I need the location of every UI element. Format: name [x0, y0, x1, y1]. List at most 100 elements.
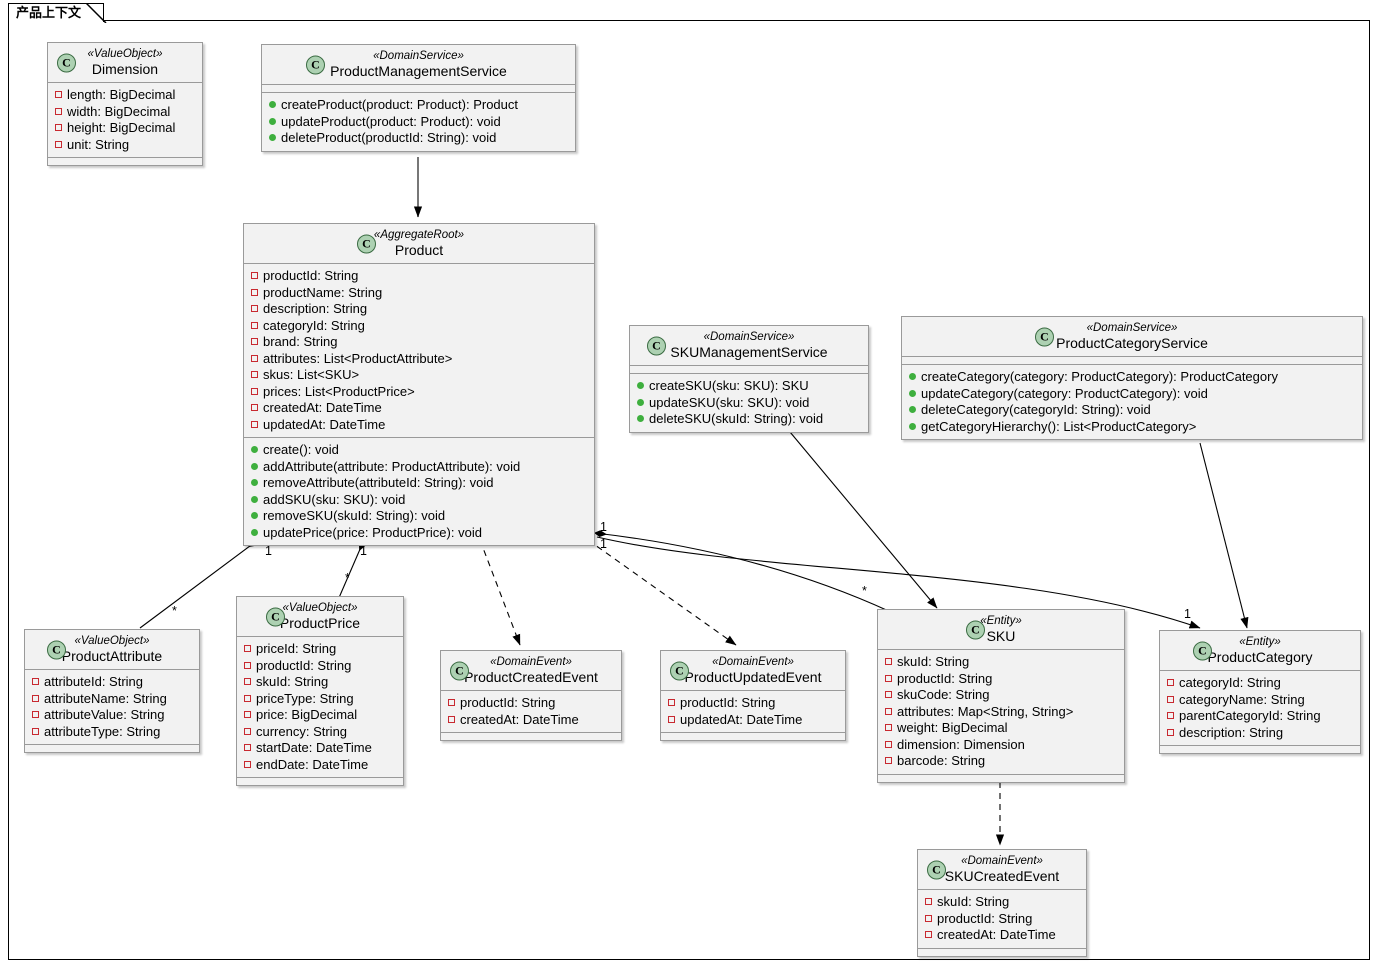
private-marker	[244, 678, 251, 685]
operation-row: removeAttribute(attributeId: String): vo…	[251, 475, 587, 492]
attribute-row: prices: List<ProductPrice>	[251, 384, 587, 401]
private-marker	[244, 711, 251, 718]
class-icon: C	[357, 234, 376, 253]
class-icon: C	[450, 661, 469, 680]
class-box-dimension[interactable]: C «ValueObject» Dimension length: BigDec…	[47, 42, 203, 166]
private-marker	[885, 724, 892, 731]
class-header: C «Entity» SKU	[878, 610, 1124, 649]
class-box-productprice[interactable]: C «ValueObject» ProductPrice priceId: St…	[236, 596, 404, 786]
class-box-skumanagementservice[interactable]: C «DomainService» SKUManagementService c…	[629, 325, 869, 433]
private-marker	[32, 711, 39, 718]
multiplicity-label: *	[862, 584, 867, 598]
class-header: C «DomainEvent» ProductCreatedEvent	[441, 651, 621, 690]
attribute-row: categoryId: String	[251, 318, 587, 335]
class-header: C «ValueObject» ProductAttribute	[25, 630, 199, 669]
private-marker	[885, 658, 892, 665]
operations-compartment	[25, 744, 199, 752]
attribute-row: productId: String	[448, 695, 614, 712]
private-marker	[55, 91, 62, 98]
attribute-row: skuId: String	[885, 654, 1117, 671]
attributes-compartment: length: BigDecimal width: BigDecimal hei…	[48, 82, 202, 157]
attributes-compartment	[262, 84, 575, 92]
operation-row: addAttribute(attribute: ProductAttribute…	[251, 459, 587, 476]
operation-row: updateCategory(category: ProductCategory…	[909, 386, 1355, 403]
private-marker	[32, 694, 39, 702]
attributes-compartment	[902, 356, 1362, 364]
private-marker	[251, 404, 258, 411]
class-box-productupdatedevent[interactable]: C «DomainEvent» ProductUpdatedEvent prod…	[660, 650, 846, 741]
attribute-row: unit: String	[55, 137, 195, 154]
operations-compartment	[441, 732, 621, 740]
private-marker	[1167, 679, 1174, 686]
multiplicity-label: 1	[265, 544, 272, 558]
private-marker	[251, 354, 258, 362]
class-stereotype: «DomainService»	[373, 50, 464, 62]
class-box-productcategoryservice[interactable]: C «DomainService» ProductCategoryService…	[901, 316, 1363, 440]
private-marker	[55, 124, 62, 131]
private-marker	[885, 757, 892, 764]
class-name: ProductAttribute	[61, 648, 163, 664]
operations-compartment	[1160, 745, 1360, 753]
private-marker	[244, 727, 251, 735]
attribute-row: productId: String	[668, 695, 838, 712]
private-marker	[244, 760, 251, 768]
class-header: C «ValueObject» ProductPrice	[237, 597, 403, 636]
public-marker	[637, 398, 644, 406]
class-box-productmanagementservice[interactable]: C «DomainService» ProductManagementServi…	[261, 44, 576, 152]
multiplicity-label: 1	[600, 520, 607, 534]
attributes-compartment: skuId: String productId: String createdA…	[918, 889, 1086, 948]
class-icon: C	[306, 55, 325, 74]
class-box-productcreatedevent[interactable]: C «DomainEvent» ProductCreatedEvent prod…	[440, 650, 622, 741]
private-marker	[925, 914, 932, 922]
private-marker	[925, 898, 932, 905]
attribute-row: brand: String	[251, 334, 587, 351]
public-marker	[637, 415, 644, 422]
attribute-row: description: String	[251, 301, 587, 318]
attribute-row: skuId: String	[244, 674, 396, 691]
operation-row: create(): void	[251, 442, 587, 459]
private-marker	[1167, 712, 1174, 719]
class-stereotype: «ValueObject»	[282, 602, 358, 614]
private-marker	[244, 645, 251, 652]
attributes-compartment: productId: String createdAt: DateTime	[441, 690, 621, 732]
class-stereotype: «ValueObject»	[87, 48, 163, 60]
package-tab-slant-svg	[86, 3, 107, 23]
private-marker	[251, 321, 258, 329]
multiplicity-label: *	[172, 604, 177, 618]
operation-row: addSKU(sku: SKU): void	[251, 492, 587, 509]
package-frame	[8, 20, 1370, 960]
class-box-productcategory[interactable]: C «Entity» ProductCategory categoryId: S…	[1159, 630, 1361, 754]
public-marker	[269, 134, 276, 141]
class-stereotype: «DomainEvent»	[712, 656, 794, 668]
class-box-productattribute[interactable]: C «ValueObject» ProductAttribute attribu…	[24, 629, 200, 753]
class-header: C «Entity» ProductCategory	[1160, 631, 1360, 670]
private-marker	[251, 305, 258, 312]
class-header: C «DomainService» SKUManagementService	[630, 326, 868, 365]
attributes-compartment: categoryId: String categoryName: String …	[1160, 670, 1360, 745]
private-marker	[251, 420, 258, 428]
attribute-row: price: BigDecimal	[244, 707, 396, 724]
operations-compartment: createProduct(product: Product): Product…	[262, 92, 575, 151]
class-box-sku[interactable]: C «Entity» SKU skuId: String productId: …	[877, 609, 1125, 783]
class-icon: C	[266, 607, 285, 626]
class-icon: C	[1035, 327, 1054, 346]
class-name: SKU	[986, 628, 1016, 644]
operation-row: removeSKU(skuId: String): void	[251, 508, 587, 525]
public-marker	[251, 528, 258, 536]
attribute-row: width: BigDecimal	[55, 104, 195, 121]
class-stereotype: «DomainEvent»	[961, 855, 1043, 867]
class-stereotype: «DomainService»	[1086, 322, 1178, 334]
class-box-skucreatedevent[interactable]: C «DomainEvent» SKUCreatedEvent skuId: S…	[917, 849, 1087, 957]
private-marker	[244, 694, 251, 702]
attribute-row: priceType: String	[244, 691, 396, 708]
class-stereotype: «Entity»	[980, 615, 1022, 627]
operation-row: deleteSKU(skuId: String): void	[637, 411, 861, 428]
multiplicity-label: 1	[1184, 607, 1191, 621]
attribute-row: attributeId: String	[32, 674, 192, 691]
class-box-product[interactable]: C «AggregateRoot» Product productId: Str…	[243, 223, 595, 546]
private-marker	[32, 678, 39, 685]
attribute-row: height: BigDecimal	[55, 120, 195, 137]
operation-row: createProduct(product: Product): Product	[269, 97, 568, 114]
package-tab-label: 产品上下文	[8, 3, 105, 22]
multiplicity-label: 1	[360, 544, 367, 558]
